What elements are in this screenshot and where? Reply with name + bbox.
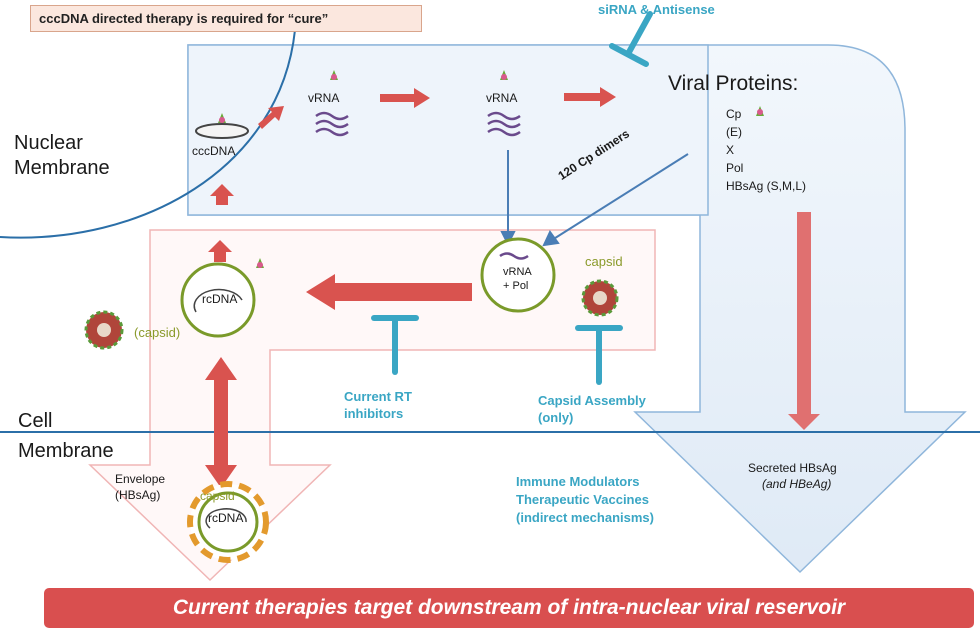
arrow-cccdna-to-vrna (258, 106, 284, 129)
arrow-rcdna-envelopment (205, 357, 237, 488)
nuclear-membrane-label-1: Nuclear (14, 132, 83, 154)
viral-protein-item: (E) (726, 125, 742, 139)
nuclear-membrane-line (0, 29, 296, 239)
free-capsid-particle-icon (84, 310, 124, 350)
secreted-hbeag-label: (and HBeAg) (762, 477, 832, 491)
rcdna-label: rcDNA (202, 292, 238, 306)
virion-capsid-label: capsid (200, 489, 235, 503)
nuclear-membrane-label-2: Membrane (14, 157, 110, 179)
rt-inhibitors-label-2: inhibitors (344, 406, 404, 421)
cell-membrane-label-1: Cell (18, 410, 53, 432)
viral-proteins-list: Cp (E) X Pol HBsAg (S,M,L) (726, 107, 807, 198)
capsid-pol-label: + Pol (503, 280, 529, 292)
sirna-antisense-label: siRNA & Antisense (598, 2, 715, 17)
cp-protein-icon (756, 106, 764, 116)
virion-rcdna-label: rcDNA (208, 511, 244, 525)
secreted-hbsag-label: Secreted HBsAg (748, 461, 837, 475)
transcription-factor-icon (218, 113, 226, 123)
arrow-rcdna-to-nucleus (208, 240, 232, 262)
conclusion-banner: Current therapies target downstream of i… (44, 588, 974, 628)
cell-membrane-label-2: Membrane (18, 440, 114, 462)
arrow-reverse-transcription (306, 274, 472, 310)
arrow-vrna-to-vrna (380, 88, 430, 108)
arrow-reentry-nucleus (210, 184, 234, 205)
capsid-assembly-label-1: Capsid Assembly (538, 393, 646, 408)
capsid-assembly-inhibitor-symbol (575, 325, 623, 385)
nucleus-region (187, 44, 709, 216)
capsid-assembly-label-2: (only) (538, 410, 574, 425)
capsid-vrna-label: vRNA (503, 266, 532, 278)
rt-inhibitor-symbol (371, 315, 419, 375)
arrow-vrna-to-encapsidation (500, 150, 516, 247)
cccdna-label: cccDNA (192, 144, 236, 158)
vrna-label-2: vRNA (486, 91, 518, 105)
cccdna-symbol (195, 123, 249, 139)
rcdna-partial-circle (193, 288, 243, 313)
therapeutic-vaccines-label: Therapeutic Vaccines (516, 492, 649, 507)
cccdna-requirement-note: cccDNA directed therapy is required for … (30, 5, 422, 32)
viral-protein-item: HBsAg (S,M,L) (726, 179, 807, 193)
virion-capsid-ring (197, 491, 259, 553)
viral-protein-item: Cp (726, 107, 742, 121)
viral-proteins-title: Viral Proteins: (668, 72, 799, 95)
vrna-squiggle-2 (487, 111, 521, 137)
viral-protein-item: X (726, 143, 735, 157)
indirect-mechanisms-label: (indirect mechanisms) (516, 510, 654, 525)
capsid-particle-icon (581, 279, 619, 317)
vrna-label-1: vRNA (308, 91, 340, 105)
virion-rcdna-circle (205, 508, 247, 529)
arrow-vrna-to-proteins (564, 87, 616, 107)
arrow-cp-dimers-to-capsid (542, 153, 689, 247)
tf-icon-vrna-1 (330, 70, 338, 80)
arrow-hbsag-secretion (788, 212, 820, 430)
pregenomic-capsid-ring (480, 237, 556, 313)
sirna-inhibitor-symbol (609, 11, 653, 67)
rt-inhibitors-label-1: Current RT (344, 389, 412, 404)
capsid-label: capsid (585, 254, 623, 269)
tf-icon-rcdna (256, 258, 264, 268)
viral-protein-item: Pol (726, 161, 744, 175)
pgrna-squiggle (499, 252, 529, 260)
capsid-paren-label: (capsid) (134, 325, 181, 340)
rcdna-capsid-ring (180, 262, 256, 338)
immune-modulators-label: Immune Modulators (516, 474, 640, 489)
tf-icon-vrna-2 (500, 70, 508, 80)
envelope-label-2: (HBsAg) (115, 488, 161, 502)
vrna-squiggle-1 (315, 111, 349, 137)
envelope-label-1: Envelope (115, 472, 166, 486)
